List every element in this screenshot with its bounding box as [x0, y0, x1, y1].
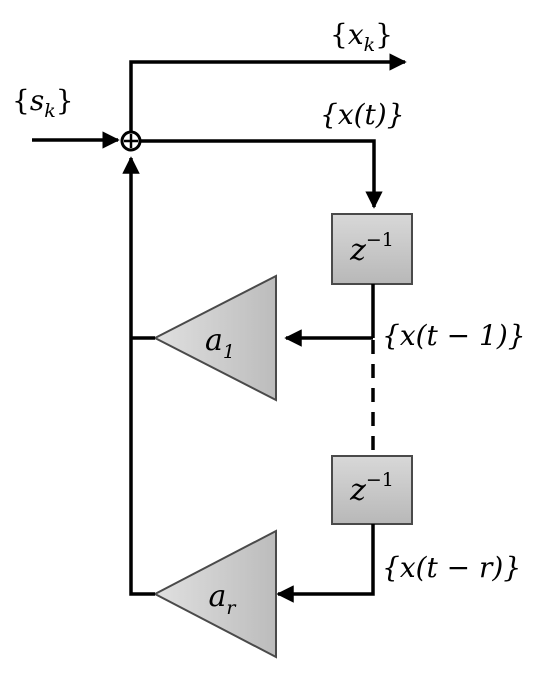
x-t-minus-r-label: {x(t − r)} — [382, 551, 521, 584]
output-sequence-label: {xk} — [330, 18, 393, 56]
svg-text:ar: ar — [209, 579, 238, 619]
delay-block-1: z−1 — [331, 213, 413, 285]
x-t-label: {x(t)} — [320, 98, 405, 131]
output-wire — [129, 53, 407, 132]
delay-block-2: z−1 — [331, 455, 413, 525]
feedback-wire — [122, 156, 155, 596]
gain-a1: a1 — [152, 274, 277, 402]
summing-node — [120, 130, 142, 152]
state-wire — [140, 139, 383, 209]
svg-text:a1: a1 — [205, 323, 235, 363]
input-sequence-label: {sk} — [12, 84, 74, 122]
gain-ar-input-wire — [276, 524, 375, 603]
x-t-minus-1-label: {x(t − 1)} — [382, 319, 526, 352]
gain-ar: ar — [152, 529, 277, 659]
svg-text:z−1: z−1 — [349, 229, 394, 268]
svg-text:z−1: z−1 — [349, 469, 394, 508]
